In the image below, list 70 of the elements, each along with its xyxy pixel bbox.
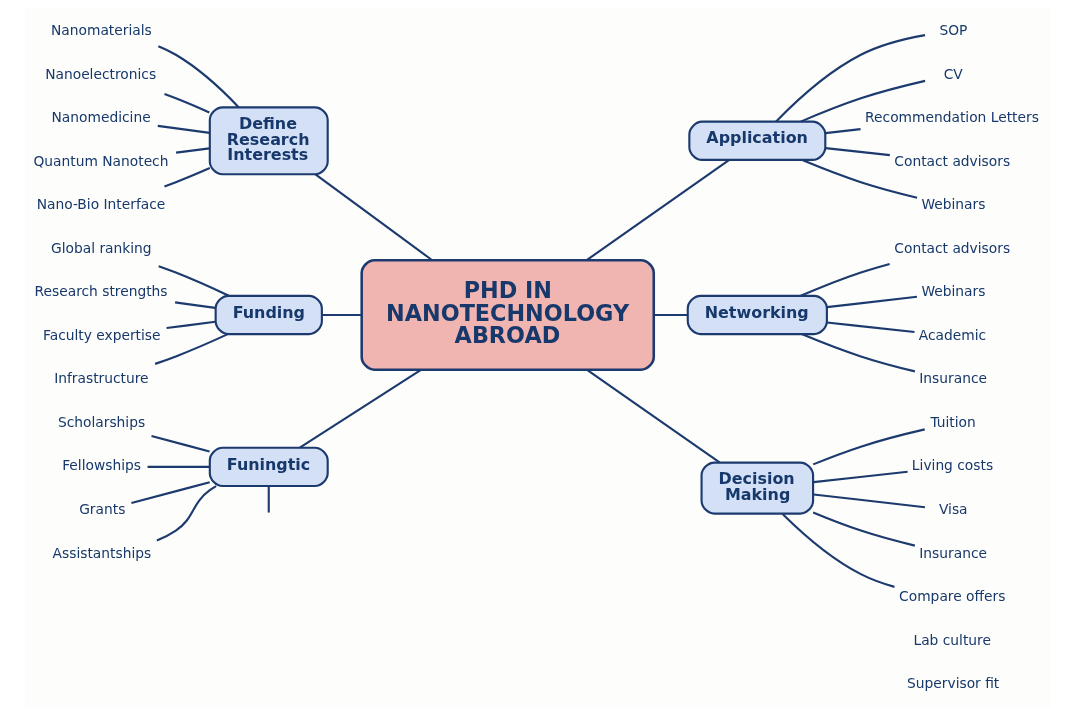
node-text: Insurance: [918, 544, 987, 561]
node-text: Visa: [938, 501, 968, 518]
node-box: Decision Making: [700, 461, 814, 515]
label: Lab culture: [912, 631, 991, 648]
node-text: Recommendation Letters: [864, 109, 1039, 126]
node-text: Academic: [918, 326, 986, 343]
node-text: Webinars: [920, 283, 985, 300]
node-text: Nanomaterials: [50, 22, 152, 39]
node-text: Living costs: [911, 457, 993, 474]
connector: [155, 485, 217, 542]
node-text: Research strengths: [34, 283, 168, 300]
node-text: Global ranking: [50, 239, 152, 256]
connector: [812, 511, 915, 547]
connector: [799, 79, 925, 123]
connector: [130, 481, 210, 505]
node-text: Contact advisors: [893, 152, 1010, 169]
node-text: Nanoelectronics: [44, 65, 156, 82]
node-text: Grants: [78, 501, 125, 518]
node-box: Define Research Interests: [208, 106, 329, 176]
node-box: PHD IN NANOTECHNOLOGY ABROAD: [359, 259, 655, 371]
connector: [799, 262, 890, 297]
node-text: Nano-Bio Interface: [36, 196, 165, 213]
connector: [154, 333, 228, 365]
node-text: Webinars: [920, 196, 985, 213]
connector: [826, 295, 917, 309]
connector: [175, 147, 210, 154]
node-box: Networking: [686, 294, 828, 336]
node-text: Fellowships: [61, 457, 141, 474]
connector: [812, 428, 925, 466]
node-text: Insurance: [918, 370, 987, 387]
connector: [812, 470, 908, 484]
node-text: Scholarships: [57, 413, 145, 430]
connector: [653, 313, 688, 317]
connector: [774, 34, 925, 123]
connector: [824, 128, 861, 135]
connector: [801, 159, 917, 199]
connector: [157, 124, 210, 134]
node-text: CV: [943, 65, 963, 82]
connector: [314, 173, 433, 262]
node-text: Faculty expertise: [42, 326, 161, 343]
connector: [781, 513, 895, 588]
node-box: Funding: [214, 294, 323, 336]
connector: [585, 159, 730, 261]
node-text: Compare offers: [898, 588, 1005, 605]
connector: [298, 369, 421, 449]
connector: [157, 265, 229, 297]
connector: [157, 45, 239, 108]
connector: [163, 93, 210, 114]
connector: [174, 301, 215, 309]
connector: [267, 486, 270, 513]
node-text: Contact advisors: [893, 239, 1010, 256]
node-text: Quantum Nanotech: [33, 152, 168, 169]
node-text: Nanomedicine: [51, 109, 151, 126]
connector: [812, 493, 925, 509]
node-box: Application: [687, 120, 826, 161]
connector: [321, 313, 361, 317]
connector: [165, 320, 215, 330]
node-box: Funingtic: [208, 446, 329, 488]
node-text: Tuition: [929, 413, 976, 430]
connector: [801, 333, 915, 373]
label: Supervisor fit: [906, 675, 999, 692]
connector: [826, 321, 915, 334]
node-text: Assistantships: [52, 544, 151, 561]
connector: [150, 435, 210, 453]
node-text: SOP: [938, 22, 967, 39]
connector: [586, 368, 720, 464]
connector: [147, 465, 210, 468]
node-text: Infrastructure: [53, 370, 149, 387]
connector: [824, 147, 890, 157]
connector: [163, 167, 210, 188]
